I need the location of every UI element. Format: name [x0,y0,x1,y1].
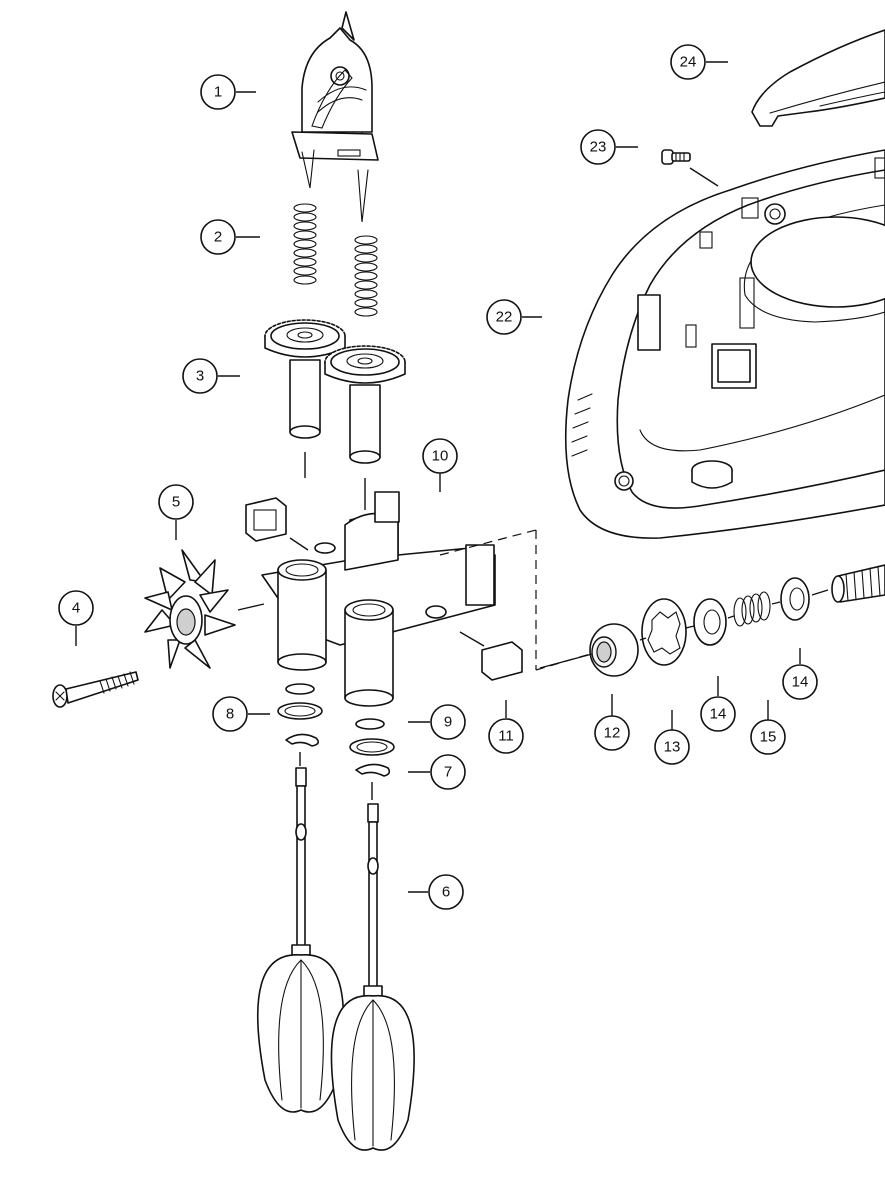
part-8-washers [277,683,323,747]
callout-7-label: 7 [444,764,452,781]
callout-8-label: 8 [226,706,234,723]
part-4-screw [52,671,139,708]
callout-6-label: 6 [442,884,450,901]
callout-7: 7 [408,754,466,790]
callout-22: 22 [486,299,542,335]
callout-13-label: 13 [664,739,681,756]
callout-23: 23 [580,129,638,165]
part-12-ball [589,623,639,716]
callout-15: 15 [750,719,786,755]
callout-2-label: 2 [214,229,222,246]
callout-14-b: 14 [782,664,818,700]
part-5-fan [144,549,265,669]
callout-13: 13 [654,729,690,765]
callout-6: 6 [408,874,464,910]
callout-15-label: 15 [760,729,777,746]
part-1-switch [291,11,379,223]
callout-23-label: 23 [590,139,607,156]
part-15-spring [733,591,771,720]
callout-4-label: 4 [72,600,80,617]
callout-24-label: 24 [680,54,697,71]
part-3-gears [264,319,406,510]
part-block-upper [245,497,309,551]
callout-4: 4 [58,590,94,646]
callout-14-a-label: 14 [710,706,727,723]
callout-2: 2 [200,219,260,255]
part-9-washers [349,718,395,756]
part-7-clip [355,763,391,777]
callout-12-label: 12 [604,725,621,742]
callout-1-label: 1 [214,84,222,101]
callout-11: 11 [488,718,524,754]
callout-5-label: 5 [172,494,180,511]
part-11-block [459,631,523,718]
callout-8: 8 [212,696,270,732]
callout-14-a: 14 [700,696,736,732]
callout-10: 10 [422,438,458,474]
callout-22-label: 22 [496,309,513,326]
callout-9: 9 [408,704,466,740]
part-13-star-plate [641,598,687,730]
callout-11-label: 11 [498,728,514,745]
part-23-screw [661,149,719,187]
callout-1: 1 [200,74,256,110]
callout-3-label: 3 [196,368,204,385]
part-22-housing [564,149,885,539]
callout-9-label: 9 [444,714,452,731]
callout-12: 12 [594,715,630,751]
callout-24: 24 [670,44,728,80]
part-14-washer-b [780,577,810,664]
part-10-gearbox [261,472,591,707]
callout-3: 3 [182,358,240,394]
part-2-springs [293,203,378,317]
callout-5: 5 [158,484,194,540]
callout-14-b-label: 14 [792,674,809,691]
callout-10-label: 10 [432,448,449,465]
part-6-beaters [256,752,415,1151]
part-14-washer-a [693,598,727,696]
drive-shaft [811,564,885,603]
part-24-handle-cover [751,29,885,127]
